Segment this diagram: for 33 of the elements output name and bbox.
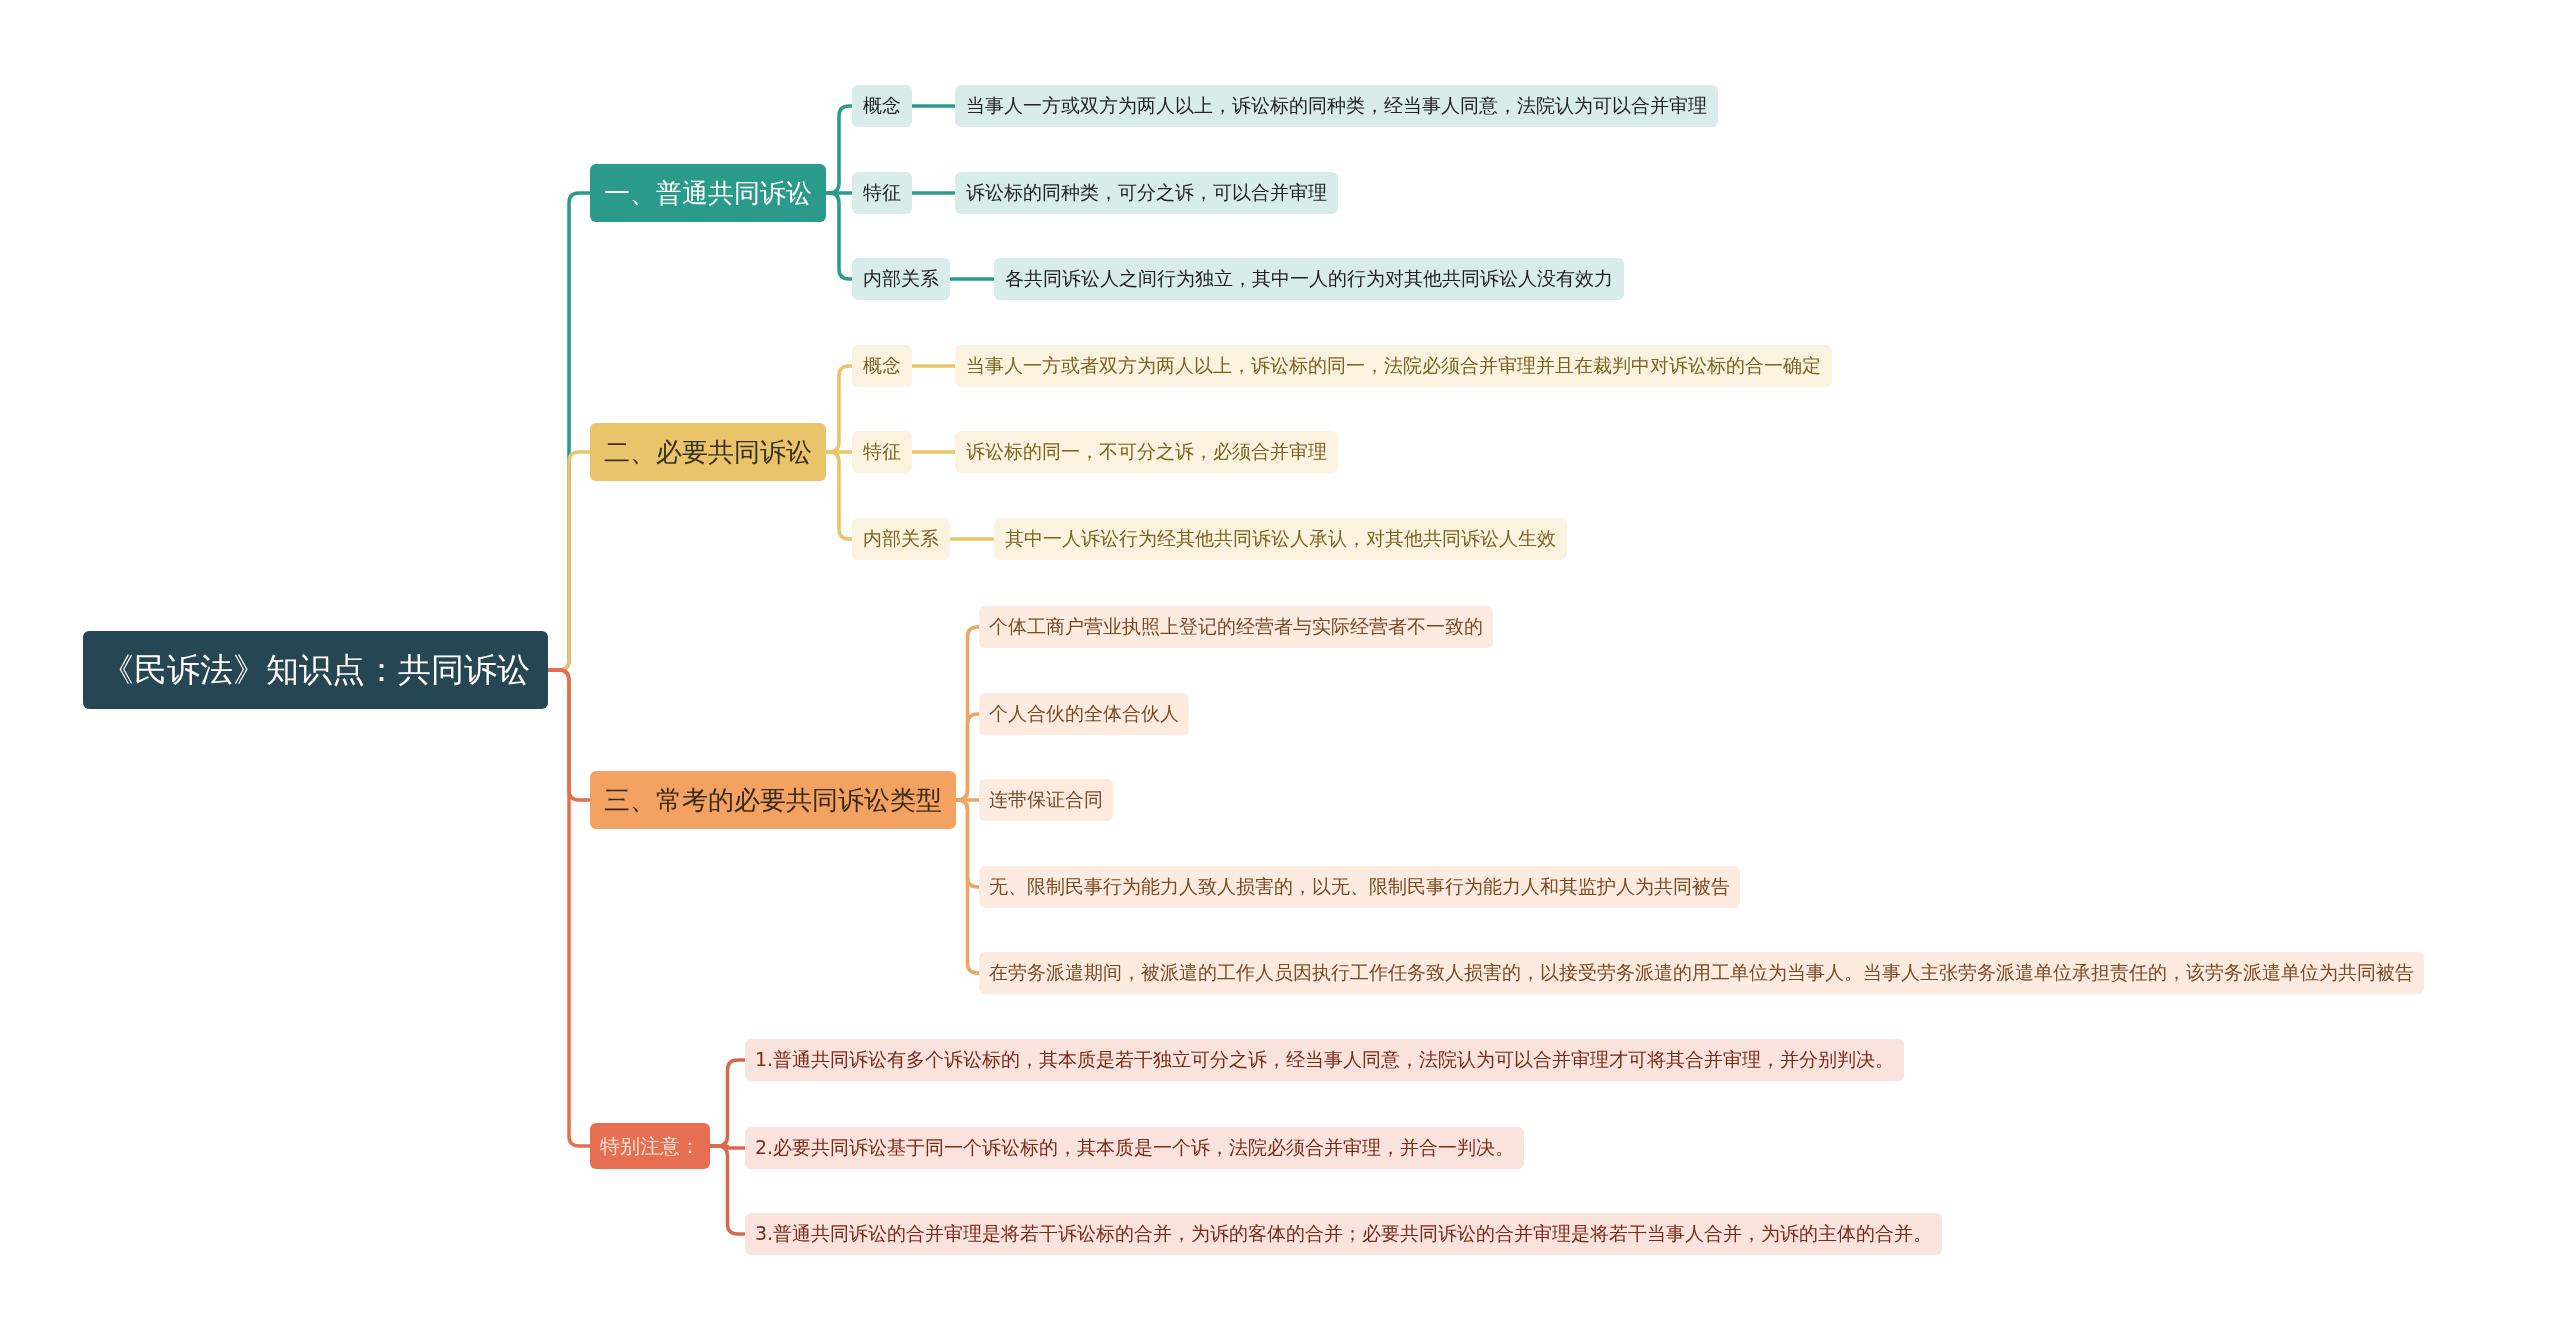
subtopic-box: 1.普通共同诉讼有多个诉讼标的，其本质是若干独立可分之诉，经当事人同意，法院认为可以合并审理才可将其合并审理，并分别判决。 <box>745 1039 1905 1081</box>
branch-topic: 三、常考的必要共同诉讼类型 <box>590 771 956 829</box>
branch-topic: 二、必要共同诉讼 <box>590 423 826 481</box>
root-topic: 《民诉法》知识点：共同诉讼 <box>83 631 548 709</box>
subtopic-box: 各共同诉讼人之间行为独立，其中一人的行为对其他共同诉讼人没有效力 <box>994 258 1624 300</box>
subtopic-box: 2.必要共同诉讼基于同一个诉讼标的，其本质是一个诉，法院必须合并审理，并合一判决。 <box>745 1127 1525 1169</box>
subtopic-box: 无、限制民事行为能力人致人损害的，以无、限制民事行为能力人和其监护人为共同被告 <box>979 866 1740 908</box>
connector-line <box>548 668 590 1148</box>
subtopic-box: 内部关系 <box>852 518 950 560</box>
subtopic-box: 概念 <box>852 85 912 127</box>
branch-topic: 一、普通共同诉讼 <box>590 164 826 222</box>
subtopic-box: 内部关系 <box>852 258 950 300</box>
subtopic-box: 特征 <box>852 431 912 473</box>
subtopic-box: 个人合伙的全体合伙人 <box>979 693 1189 735</box>
connector-line <box>912 191 955 195</box>
connector-line <box>912 450 955 454</box>
subtopic-box: 特征 <box>852 172 912 214</box>
subtopic-box: 诉讼标的同一，不可分之诉，必须合并审理 <box>955 431 1338 473</box>
connector-line <box>950 277 994 281</box>
branch-topic: 特别注意： <box>590 1123 710 1169</box>
subtopic-box: 个体工商户营业执照上登记的经营者与实际经营者不一致的 <box>979 606 1493 648</box>
connector-line <box>950 537 994 541</box>
connector-line <box>710 1144 745 1236</box>
subtopic-box: 3.普通共同诉讼的合并审理是将若干诉讼标的合并，为诉的客体的合并；必要共同诉讼的合并审理是将若干当事人合并，为诉的主体的合并。 <box>745 1213 1943 1255</box>
subtopic-box: 当事人一方或双方为两人以上，诉讼标的同种类，经当事人同意，法院认为可以合并审理 <box>955 85 1718 127</box>
subtopic-box: 当事人一方或者双方为两人以上，诉讼标的同一，法院必须合并审理并且在裁判中对诉讼标的合一确定 <box>955 345 1832 387</box>
subtopic-box: 其中一人诉讼行为经其他共同诉讼人承认，对其他共同诉讼人生效 <box>994 518 1567 560</box>
subtopic-box: 连带保证合同 <box>979 779 1113 821</box>
connector-line <box>912 364 955 368</box>
subtopic-box: 诉讼标的同种类，可分之诉，可以合并审理 <box>955 172 1338 214</box>
subtopic-box: 在劳务派遣期间，被派遣的工作人员因执行工作任务致人损害的，以接受劳务派遣的用工单位为当事人。当事人主张劳务派遣单位承担责任的，该劳务派遣单位为共同被告 <box>979 952 2424 994</box>
subtopic-box: 概念 <box>852 345 912 387</box>
connector-line <box>912 104 955 108</box>
